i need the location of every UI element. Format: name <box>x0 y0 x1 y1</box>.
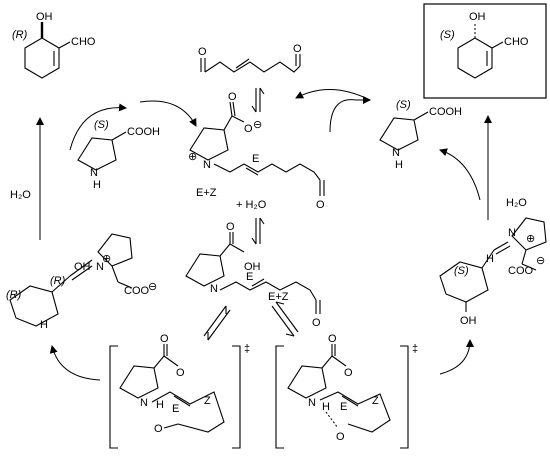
dialdehyde-substrate: O O <box>198 43 302 73</box>
minus-charge: ⊖ <box>253 119 262 131</box>
minus-charge: ⊖ <box>536 255 545 267</box>
h-label: H <box>156 399 164 411</box>
stereo-s-label: (S) <box>396 99 411 111</box>
cho-label: CHO <box>71 36 96 48</box>
enamine-intermediate: O OH N O E E+Z <box>185 221 321 329</box>
o-label: O <box>198 46 207 58</box>
coo-label: COO <box>508 265 534 277</box>
proline-catalyst-right: (S) COOH N H <box>379 99 462 171</box>
water-label: H₂O <box>506 197 527 209</box>
z-label: Z <box>372 395 379 407</box>
dagger-label: ‡ <box>244 343 250 355</box>
stereo-r-label: (R) <box>12 29 28 41</box>
o-label: O <box>176 367 185 379</box>
h-label: H <box>486 253 494 265</box>
e-label: E <box>172 403 179 415</box>
n-label: N <box>508 227 516 239</box>
transition-state-right: ‡ O O N H E Z O <box>275 333 418 449</box>
oh-acid-label: OH <box>244 261 261 273</box>
n-label: N <box>308 397 316 409</box>
o-label: O <box>328 333 337 345</box>
o-label: O <box>154 423 163 435</box>
cooh-label: COOH <box>429 106 462 118</box>
oh-label: OH <box>469 11 486 23</box>
o-label: O <box>293 43 302 55</box>
transition-state-left: ‡ O O N H E Z O <box>109 333 250 449</box>
reaction-arrows <box>36 89 492 381</box>
o-label: O <box>344 367 353 379</box>
z-label: Z <box>204 395 211 407</box>
ez-label: E+Z <box>268 291 289 303</box>
water-label: + H₂O <box>236 199 267 211</box>
dagger-label: ‡ <box>412 343 418 355</box>
iminium-intermediate: O O ⊖ N ⊕ O E E+Z + H₂O <box>188 91 325 211</box>
n-label: N <box>96 261 104 273</box>
h-label: H <box>93 179 101 191</box>
product-s-aldol: OH (S) CHO <box>440 11 529 79</box>
plus-charge: ⊕ <box>102 253 111 265</box>
n-label: N <box>90 167 98 179</box>
n-label: N <box>210 283 218 295</box>
product-box <box>423 3 547 99</box>
iminium-adduct-left: N ⊕ COO ⊖ OH H (R) (R) <box>6 233 157 331</box>
o-label: O <box>244 123 253 135</box>
h-label: H <box>395 159 403 171</box>
o-label: O <box>336 431 345 443</box>
e-label: E <box>246 271 253 283</box>
equilibrium-arrow <box>251 217 265 245</box>
oh-label: OH <box>36 11 53 23</box>
plus-charge: ⊕ <box>526 233 535 245</box>
water-label: H₂O <box>10 189 31 201</box>
stereo-s-label: (S) <box>454 265 469 277</box>
iminium-adduct-right: N ⊕ COO ⊖ OH H (S) <box>439 217 547 327</box>
o-label: O <box>160 333 169 345</box>
stereo-s-label: (S) <box>440 29 455 41</box>
oh-label: OH <box>74 261 91 273</box>
o-label: O <box>226 221 235 233</box>
proline-catalyst-left: (S) COOH N H <box>77 119 160 191</box>
minus-charge: ⊖ <box>148 281 157 293</box>
stereo-s-label: (S) <box>94 119 109 131</box>
h-label: H <box>40 319 48 331</box>
stereo-r-label: (R) <box>6 289 22 301</box>
product-r-aldol: OH (R) CHO <box>12 11 96 79</box>
o-label: O <box>316 199 325 211</box>
h-label: H <box>322 401 330 413</box>
o-label: O <box>228 91 237 103</box>
n-label: N <box>392 147 400 159</box>
e-label: E <box>340 401 347 413</box>
oh-label: OH <box>460 315 477 327</box>
n-label: N <box>203 159 211 171</box>
cooh-label: COOH <box>127 126 160 138</box>
equilibrium-arrow <box>251 87 265 113</box>
coo-label: COO <box>124 285 150 297</box>
n-label: N <box>140 397 148 409</box>
ez-label: E+Z <box>196 187 217 199</box>
stereo-r-label: (R) <box>50 275 66 287</box>
e-label: E <box>252 153 259 165</box>
o-label: O <box>312 317 321 329</box>
cho-label: CHO <box>504 36 529 48</box>
plus-charge: ⊕ <box>188 151 197 163</box>
